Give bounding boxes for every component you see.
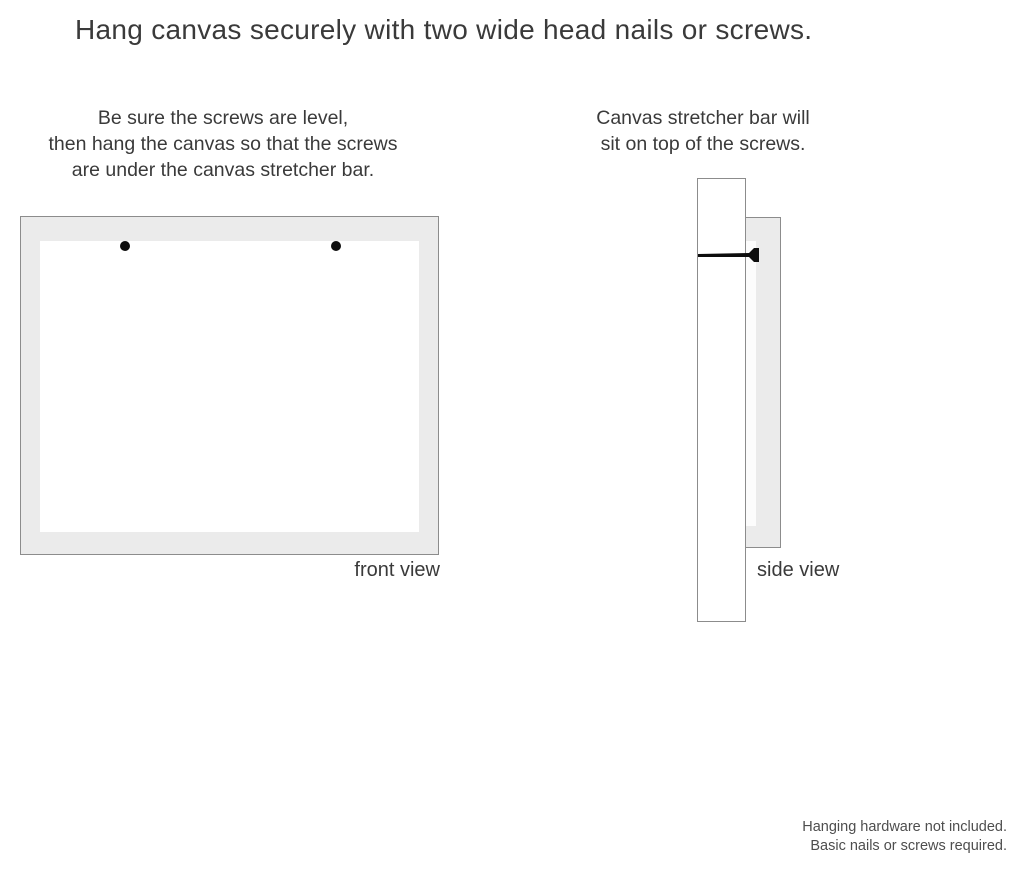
- instruction-line: sit on top of the screws.: [600, 133, 806, 155]
- page-title: Hang canvas securely with two wide head …: [75, 14, 813, 45]
- front-view-instructions: Be sure the screws are level, then hang …: [18, 105, 428, 183]
- side-view-label: side view: [757, 559, 840, 581]
- side-view-instructions: Canvas stretcher bar will sit on top of …: [553, 105, 853, 157]
- instruction-line: are under the canvas stretcher bar.: [71, 159, 375, 181]
- instruction-line: then hang the canvas so that the screws: [48, 133, 398, 155]
- footer-line: Basic nails or screws required.: [810, 837, 1007, 854]
- side-view-canvas-face: [746, 241, 756, 526]
- nail-icon: [698, 248, 759, 262]
- footer-line: Hanging hardware not included.: [802, 819, 1007, 835]
- footer-note: Hanging hardware not included. Basic nai…: [802, 818, 1007, 855]
- instruction-line: Be sure the screws are level,: [97, 107, 349, 129]
- front-view-label: front view: [354, 559, 440, 581]
- nail-head-icon: [331, 241, 341, 251]
- side-view-stretcher-bar: [697, 178, 746, 622]
- front-view-canvas-frame: [20, 216, 439, 555]
- instruction-line: Canvas stretcher bar will: [596, 107, 810, 129]
- nail-head-icon: [120, 241, 130, 251]
- front-view-canvas-face: [40, 241, 419, 532]
- side-view-canvas: [745, 217, 781, 548]
